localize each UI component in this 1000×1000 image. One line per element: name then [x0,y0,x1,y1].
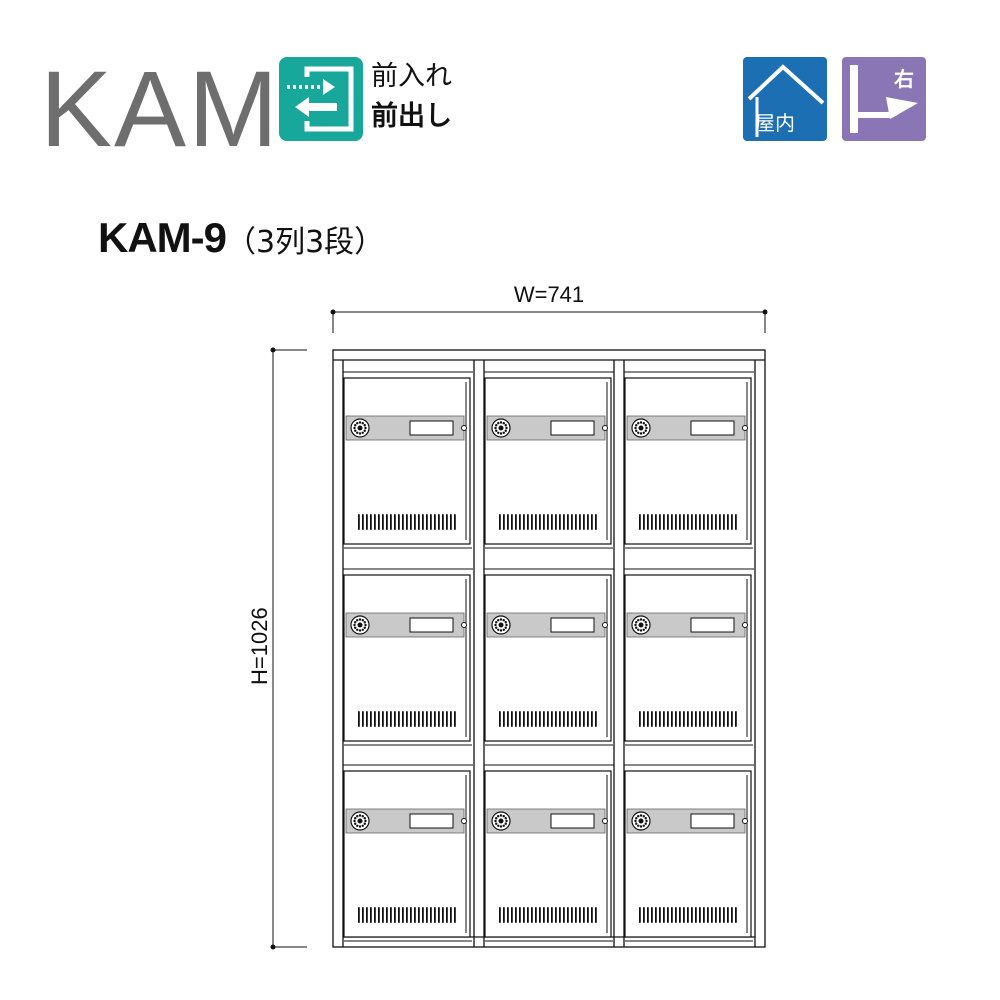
cabinet-frame [332,349,766,948]
name-plate [409,813,454,829]
io-description: 前入れ 前出し [371,57,452,137]
model-config: （3列3段） [226,225,385,260]
name-plate [550,420,595,436]
front-in-front-out-icon [279,57,363,141]
vent-slots [639,711,737,727]
dial-lock-icon [631,615,651,635]
model-title: KAM-9（3列3段） [98,214,384,262]
dial-lock-icon [350,418,370,438]
dial-lock-icon [491,418,511,438]
mailbox-door [624,568,754,746]
front-in-label: 前入れ [371,61,452,92]
mailbox-door [624,371,754,549]
dial-lock-icon [631,811,651,831]
mailbox-door [624,764,754,942]
house-indoor-icon: 屋内 [743,57,827,141]
indicator-dot [602,818,608,824]
mailbox-doors [343,371,754,942]
vent-slots [358,514,456,530]
indicator-dot [461,622,467,628]
height-dimension-line [270,347,307,950]
dial-lock-icon [631,418,651,438]
dial-lock-icon [491,811,511,831]
vent-slots [499,711,597,727]
vent-slots [639,514,737,530]
width-dimension-label: W=741 [513,282,585,307]
mailbox-door [343,568,473,746]
indicator-dot [742,425,748,431]
name-plate [409,420,454,436]
vent-slots [639,907,737,923]
vent-slots [499,514,597,530]
model-name: KAM-9 [98,214,227,261]
dial-lock-icon [491,615,511,635]
brand-logo: KAM [40,48,281,169]
name-plate [690,617,735,633]
indicator-dot [742,818,748,824]
mailbox-door [484,568,614,746]
name-plate [690,813,735,829]
mailbox-door [484,371,614,549]
width-dimension-line [330,309,768,333]
indicator-dot [461,818,467,824]
indicator-dot [602,622,608,628]
mailbox-door [343,764,473,942]
vent-slots [358,711,456,727]
front-out-label: 前出し [371,101,452,132]
name-plate [409,617,454,633]
right-label: 右 [894,67,914,91]
dial-lock-icon [350,811,370,831]
mailbox-door [343,371,473,549]
name-plate [550,813,595,829]
right-hinge-arrow-icon: 右 [842,57,926,141]
mailbox-door [484,764,614,942]
vent-slots [358,907,456,923]
indicator-dot [602,425,608,431]
indicator-dot [461,425,467,431]
name-plate [690,420,735,436]
dial-lock-icon [350,615,370,635]
indicator-dot [742,622,748,628]
name-plate [550,617,595,633]
indoor-label: 屋内 [755,111,795,135]
vent-slots [499,907,597,923]
